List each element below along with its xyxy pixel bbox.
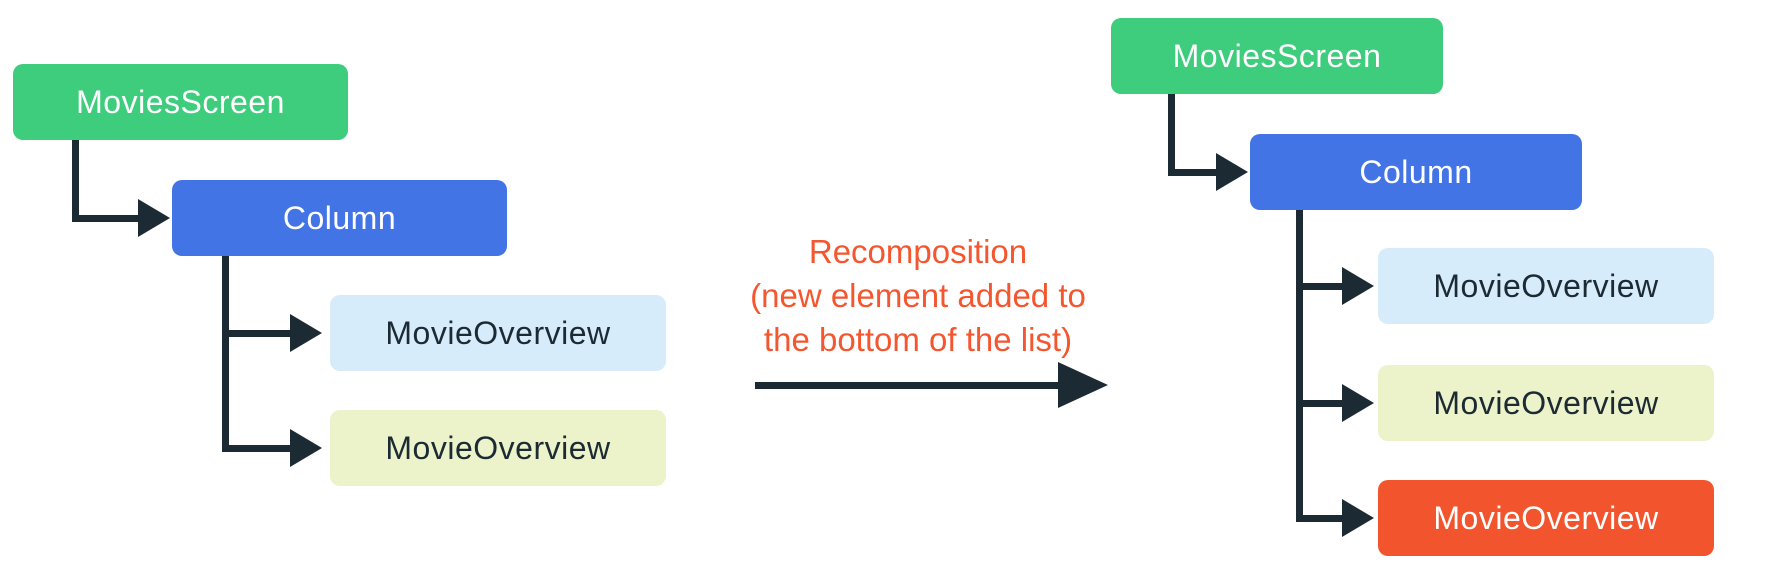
connector-line — [222, 330, 292, 337]
right-node-column: Column — [1250, 134, 1582, 210]
arrow-right-icon — [1058, 362, 1108, 408]
connector-line — [1168, 94, 1175, 176]
recomposition-label-line1: Recomposition — [808, 233, 1028, 270]
arrow-right-icon — [1342, 499, 1374, 537]
connector-line — [1296, 283, 1344, 290]
connector-line — [72, 215, 140, 222]
right-node-movieoverview-3-new: MovieOverview — [1378, 480, 1714, 556]
connector-line — [1296, 400, 1344, 407]
connector-line — [1296, 210, 1303, 522]
right-node-moviesscreen: MoviesScreen — [1111, 18, 1443, 94]
connector-line — [72, 140, 79, 222]
left-node-movieoverview-1: MovieOverview — [330, 295, 666, 371]
arrow-right-icon — [1342, 384, 1374, 422]
connector-line — [222, 256, 229, 452]
connector-line — [755, 382, 1060, 389]
connector-line — [222, 445, 292, 452]
arrow-right-icon — [1342, 267, 1374, 305]
left-node-moviesscreen: MoviesScreen — [13, 64, 348, 140]
arrow-right-icon — [290, 314, 322, 352]
recomposition-label-line2: (new element added to — [750, 277, 1086, 314]
recomposition-label: Recomposition (new element added to the … — [658, 230, 1178, 362]
right-node-movieoverview-1: MovieOverview — [1378, 248, 1714, 324]
left-node-movieoverview-2: MovieOverview — [330, 410, 666, 486]
connector-line — [1296, 515, 1344, 522]
right-node-movieoverview-2: MovieOverview — [1378, 365, 1714, 441]
connector-line — [1168, 169, 1218, 176]
left-node-column: Column — [172, 180, 507, 256]
arrow-right-icon — [1216, 153, 1248, 191]
recomposition-label-line3: the bottom of the list) — [763, 321, 1073, 358]
arrow-right-icon — [290, 429, 322, 467]
arrow-right-icon — [138, 199, 170, 237]
